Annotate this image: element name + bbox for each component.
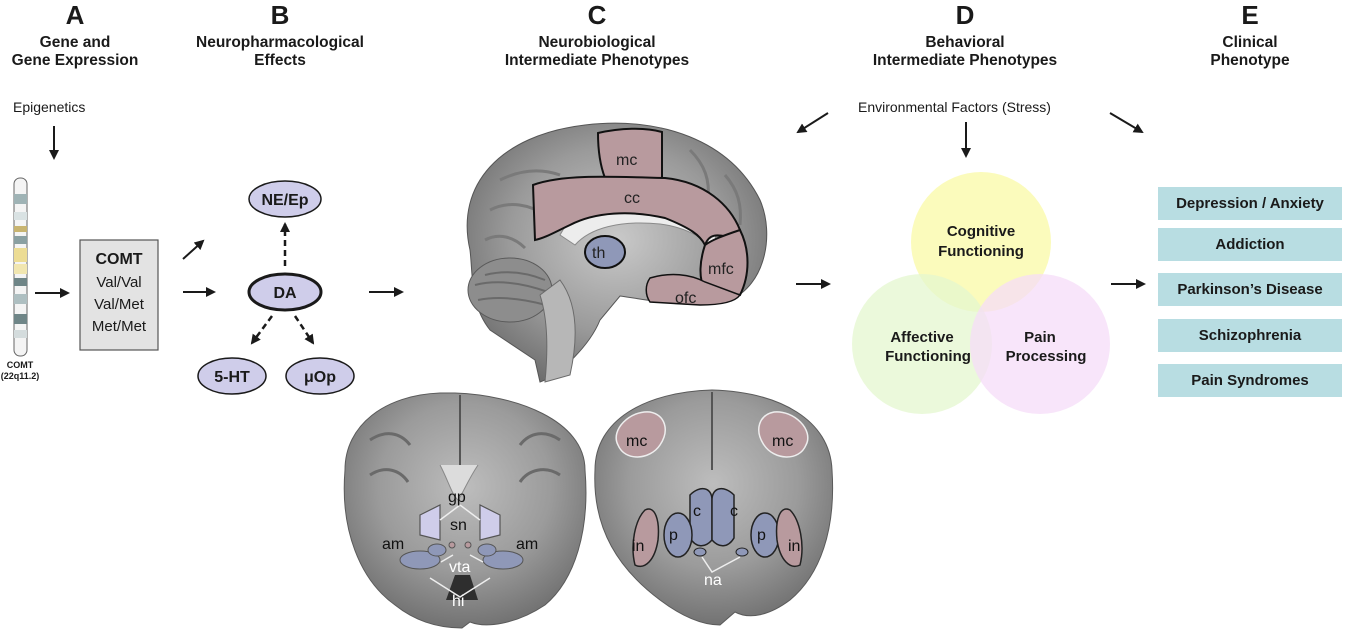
venn-pain-line2: Processing — [1006, 348, 1087, 365]
comt-box-title: COMT — [95, 251, 142, 268]
column-title-b-line1: Neuropharmacological — [196, 34, 364, 51]
environmental-factors-label: Environmental Factors (Stress) — [858, 99, 1051, 115]
clinical-depression-anxiety: Depression / Anxiety — [1158, 187, 1342, 220]
da-label: DA — [273, 285, 297, 302]
arrow-env-to-e — [1109, 112, 1144, 134]
label-hi: hi — [452, 593, 464, 610]
muop-node — [285, 357, 355, 395]
column-title-a-line1: Gene and — [39, 34, 111, 51]
column-letter-a: A — [65, 0, 85, 30]
column-title-a: Gene and Gene Expression — [0, 34, 205, 70]
label-cc: cc — [624, 190, 640, 207]
column-title-e-line2: Phenotype — [1210, 52, 1290, 69]
column-title-a-line2: Gene Expression — [11, 52, 139, 69]
coronal2-region-in-left — [632, 508, 660, 567]
label-mfc: mfc — [708, 261, 734, 278]
arrow-comt-up — [182, 239, 205, 260]
coronal2-region-in-right — [775, 508, 803, 567]
chromosome-label-line2: (22q11.2) — [1, 371, 40, 381]
dashed-arrow-da-to-muop — [293, 315, 315, 345]
label-p-left: p — [669, 527, 678, 544]
column-title-c-line2: Intermediate Phenotypes — [504, 52, 690, 69]
genotype-met-met: Met/Met — [92, 318, 147, 335]
venn-cognitive-line2: Functioning — [938, 243, 1024, 260]
coronal2-region-c-right — [711, 488, 735, 547]
label-gp: gp — [448, 489, 466, 506]
chromosome-label-line1: COMT — [7, 360, 34, 370]
column-title-e: Clinical Phenotype — [1120, 34, 1350, 70]
column-title-b: Neuropharmacological Effects — [150, 34, 410, 70]
coronal2-region-p-left — [663, 512, 693, 558]
coronal2-region-mc-left — [615, 411, 666, 458]
column-title-d: Behavioral Intermediate Phenotypes — [835, 34, 1095, 70]
venn-pain-line1: Pain — [1024, 329, 1056, 346]
venn-cognitive-circle — [911, 172, 1051, 312]
label-in-left: in — [632, 538, 644, 555]
label-mc-right: mc — [772, 433, 793, 450]
sagittal-region-cc — [531, 175, 742, 248]
label-th: th — [592, 245, 605, 262]
ne-ep-node — [248, 180, 322, 218]
clinical-schizophrenia: Schizophrenia — [1158, 319, 1342, 352]
label-ofc: ofc — [675, 290, 696, 307]
sagittal-brain-image: mc cc th mfc ofc — [466, 122, 768, 383]
coronal-brain-image-2: mc mc c c p p in in na — [594, 389, 834, 626]
coronal1-region-hi-left — [399, 550, 441, 570]
genotype-val-val: Val/Val — [96, 274, 141, 291]
label-sn: sn — [450, 517, 467, 534]
5ht-label: 5-HT — [214, 369, 250, 386]
column-title-c-line1: Neurobiological — [538, 34, 656, 51]
sagittal-region-mfc — [699, 228, 749, 297]
chromosome-icon — [13, 177, 28, 357]
column-title-b-line2: Effects — [254, 52, 306, 69]
ne-ep-label: NE/Ep — [261, 192, 308, 209]
label-vta: vta — [449, 559, 470, 576]
column-title-c: Neurobiological Intermediate Phenotypes — [467, 34, 727, 70]
venn-affective-line2: Functioning — [885, 348, 971, 365]
clinical-addiction: Addiction — [1158, 228, 1342, 261]
label-am-right: am — [516, 536, 538, 553]
coronal2-region-mc-right — [758, 411, 809, 458]
label-mc: mc — [616, 152, 637, 169]
muop-label: μOp — [304, 369, 336, 386]
comt-box — [79, 239, 159, 351]
clinical-pain-syndromes: Pain Syndromes — [1158, 364, 1342, 397]
arrow-env-to-c — [796, 112, 829, 134]
da-node — [247, 272, 323, 312]
label-c-left: c — [693, 503, 701, 520]
column-title-d-line1: Behavioral — [925, 34, 1005, 51]
genotype-val-met: Val/Met — [94, 296, 145, 313]
label-na: na — [704, 572, 722, 589]
column-letter-b: B — [270, 0, 290, 30]
venn-affective-line1: Affective — [890, 329, 953, 346]
label-mc-left: mc — [626, 433, 647, 450]
venn-cognitive-line1: Cognitive — [947, 223, 1015, 240]
label-c-right: c — [730, 503, 738, 520]
label-am-left: am — [382, 536, 404, 553]
clinical-parkinsons: Parkinson’s Disease — [1158, 273, 1342, 306]
column-letter-d: D — [955, 0, 975, 30]
sagittal-region-ofc — [645, 273, 742, 306]
epigenetics-label: Epigenetics — [13, 99, 86, 115]
coronal-brain-image-1: gp sn am am vta hi — [343, 392, 587, 629]
column-letter-c: C — [587, 0, 607, 30]
column-title-e-line1: Clinical — [1222, 34, 1278, 51]
label-p-right: p — [757, 527, 766, 544]
venn-pain-circle — [970, 274, 1110, 414]
coronal1-region-hi-right — [482, 550, 524, 570]
dashed-arrow-da-to-5ht — [250, 315, 274, 345]
sagittal-region-th — [584, 235, 626, 269]
column-title-d-line2: Intermediate Phenotypes — [872, 52, 1058, 69]
5ht-node — [197, 357, 267, 395]
venn-affective-circle — [852, 274, 992, 414]
column-letter-e: E — [1241, 0, 1259, 30]
label-in-right: in — [788, 538, 800, 555]
